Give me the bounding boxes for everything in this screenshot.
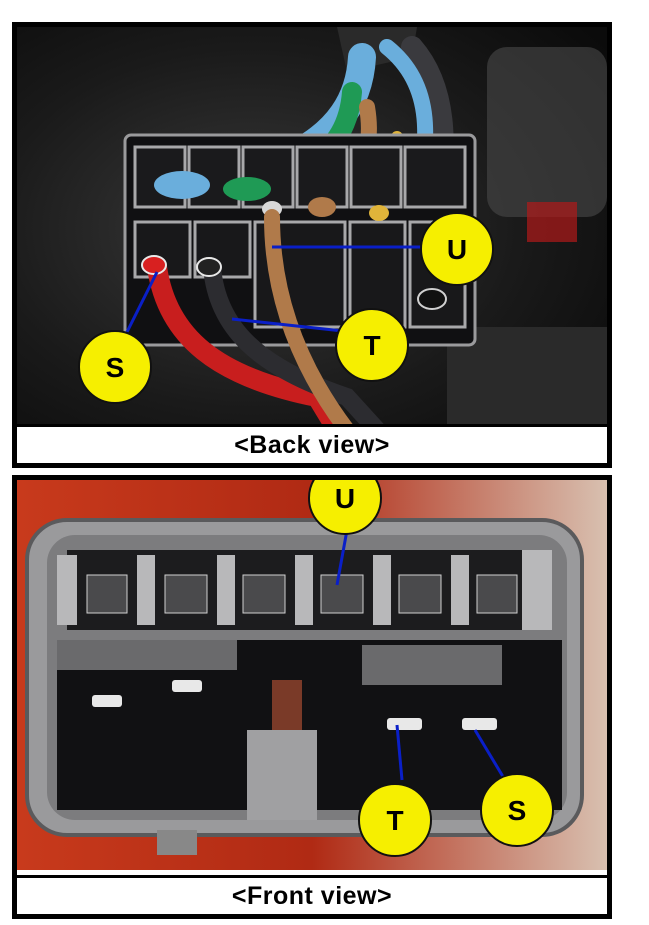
wire-brown-bottom (264, 209, 355, 430)
leader-lines (335, 529, 507, 781)
bottom-terminals-left (57, 640, 237, 670)
back-view-connector-illustration: U T S (17, 27, 607, 430)
terminal-pin (417, 288, 447, 310)
callout-t: T (335, 308, 409, 382)
wire-tip-red (141, 255, 167, 275)
callout-u: U (308, 480, 382, 535)
callout-s: S (480, 773, 554, 847)
wire-tip-black (196, 257, 222, 277)
front-view-photo: U T S (17, 480, 607, 870)
leader-lines (125, 245, 437, 334)
background-shape (487, 47, 607, 217)
front-view-panel: U T S <Front view> (12, 475, 612, 919)
wire-tip-green (223, 177, 271, 201)
center-latch-slot (272, 680, 302, 730)
front-view-caption: <Front view> (17, 875, 607, 914)
svg-text:T: T (363, 330, 380, 361)
center-latch (247, 730, 317, 820)
wire-red (147, 257, 347, 430)
background-red-light (527, 202, 577, 242)
callout-s: S (78, 330, 152, 404)
svg-text:U: U (335, 483, 355, 514)
front-view-connector-illustration: U T S (17, 480, 607, 870)
svg-text:U: U (447, 234, 467, 265)
back-view-caption: <Back view> (17, 424, 607, 463)
top-row-terminals (57, 550, 552, 630)
back-view-photo: U T S (17, 27, 607, 430)
back-view-panel: U T S <Back view> (12, 22, 612, 468)
svg-text:S: S (106, 352, 125, 383)
wire-tip-yellow (369, 205, 389, 221)
svg-text:T: T (386, 805, 403, 836)
wire-tip-blue (154, 171, 210, 199)
bottom-terminals-right (362, 645, 502, 685)
callout-u: U (420, 212, 494, 286)
housing-tab (157, 830, 197, 855)
contact-pins (92, 680, 497, 730)
callout-t: T (358, 783, 432, 857)
wire-tip-brown (308, 197, 336, 217)
svg-text:S: S (508, 795, 527, 826)
